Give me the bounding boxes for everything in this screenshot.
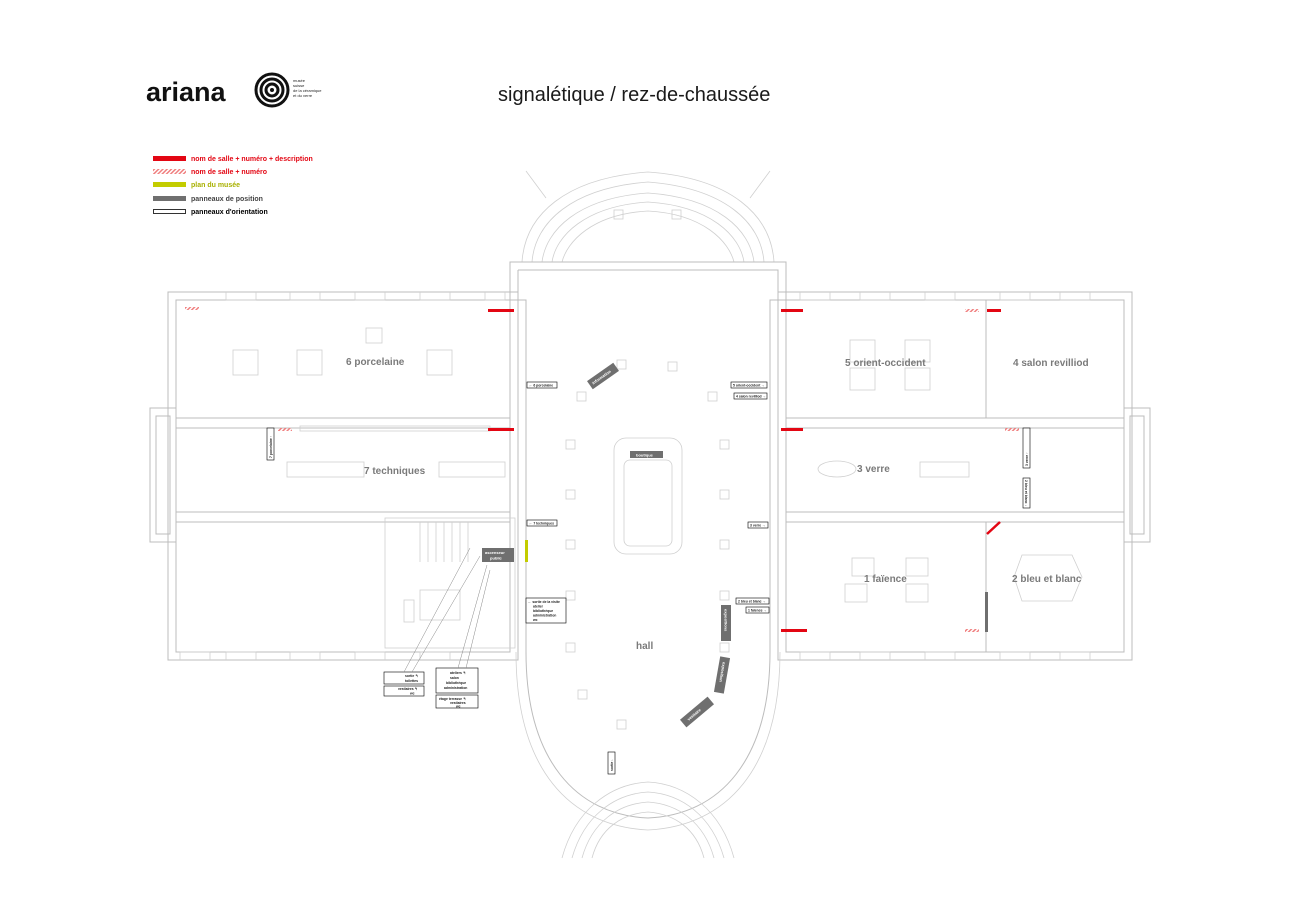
- orientation-sign-texts: ← 6 porcelaine 5 orient-occident → 4 sal…: [269, 384, 1029, 772]
- sign-ateliers-1: ateliers ↰: [450, 671, 466, 675]
- svg-text:exposition: exposition: [718, 662, 726, 683]
- sign-exit-2: atelier: [533, 605, 544, 609]
- sign-5-orient-occident: 5 orient-occident →: [733, 384, 765, 388]
- sign-sortie-1: sortie ↰: [405, 674, 418, 678]
- sign-etage-2: vestiaires: [450, 701, 466, 705]
- leader-lines: [403, 547, 491, 673]
- svg-text:ascenseur: ascenseur: [485, 550, 505, 555]
- sign-vestiaires-2: wc: [409, 692, 415, 696]
- sign-3-verre: 3 verre →: [750, 524, 765, 528]
- svg-text:expositions: expositions: [724, 609, 729, 632]
- sign-etage-3: wc: [455, 705, 461, 709]
- sign-ateliers-2: salon: [450, 676, 459, 680]
- brand-tagline-1: musée: [293, 78, 306, 83]
- sign-ateliers-3: bibliothèque: [446, 681, 466, 685]
- sign-etage-1: étage terrasse ↰: [439, 697, 466, 701]
- room-label-1: 1 faïence: [864, 574, 907, 585]
- brand-tagline-4: et du verre: [293, 93, 313, 98]
- sign-1-faience: 1 faïence →: [748, 609, 767, 613]
- legend-swatch-outline: [153, 209, 186, 214]
- room-label-2: 2 bleu et blanc: [1012, 574, 1082, 585]
- room-label-hall: hall: [636, 641, 653, 652]
- position-panel-grey: [985, 592, 988, 632]
- brand-tagline-2: suisse: [293, 83, 305, 88]
- legend-swatch-red: [153, 156, 186, 161]
- sign-6-porcelaine: ← 6 porcelaine: [529, 384, 553, 388]
- sign-sortie-2: toilettes: [405, 679, 418, 683]
- svg-text:boutique: boutique: [636, 453, 654, 458]
- building-walls: [149, 170, 1151, 859]
- sign-vestiaires-1: vestiaires ↰: [398, 687, 417, 691]
- sign-2-bleu-down: 2 bleu et blanc ↓: [1024, 480, 1028, 506]
- legend-swatch-grey: [153, 196, 186, 201]
- room-label-6: 6 porcelaine: [346, 357, 405, 368]
- sign-exit-4: administration: [533, 614, 556, 618]
- room-label-5: 5 orient-occident: [845, 358, 926, 369]
- legend-swatch-yellow: [153, 182, 186, 187]
- sign-exit-5: wc: [532, 618, 538, 622]
- sign-exit-1: ← sortie de la visite: [528, 600, 560, 604]
- room-label-4: 4 salon revilliod: [1013, 358, 1089, 369]
- legend-label-2: nom de salle + numéro: [191, 169, 267, 176]
- position-panel-right-1: expositions: [721, 605, 731, 641]
- position-panel-right-3: vestiaire: [679, 696, 715, 728]
- sign-7-porcelaine: 7 porcelaine ↑: [269, 435, 273, 458]
- room-label-7: 7 techniques: [364, 466, 426, 477]
- sign-2-bleu: 2 bleu et blanc →: [738, 600, 766, 604]
- legend-label-4: panneaux de position: [191, 196, 263, 203]
- brand-name: ariana: [146, 77, 227, 107]
- window-bays: [179, 292, 1091, 660]
- legend-label-3: plan du musée: [191, 182, 240, 189]
- position-panel-right-2: exposition: [713, 656, 731, 694]
- sign-4-salon: 4 salon revilliod →: [736, 395, 766, 399]
- museum-plan-sign: [525, 540, 528, 562]
- orientation-signs: [266, 381, 1031, 775]
- position-panel-elevator: ascenseur public: [482, 548, 514, 562]
- position-panel-information: information: [587, 362, 619, 390]
- sign-ateliers-4: administration: [444, 686, 467, 690]
- sign-exit-3: bibliothèque: [533, 609, 553, 613]
- legend-swatch-pink: [153, 169, 186, 174]
- legend-label-1: nom de salle + numéro + description: [191, 156, 313, 163]
- sign-sortie-bottom: sortie ↓: [610, 759, 614, 771]
- position-panel-boutique: boutique: [630, 451, 663, 458]
- svg-text:public: public: [490, 556, 503, 561]
- hall-columns: [565, 209, 730, 730]
- sign-7-techniques: ← 7 techniques: [529, 522, 554, 526]
- sign-3-verre-up: 3 verre ↑: [1025, 452, 1029, 466]
- room-signs-red: [488, 309, 1001, 632]
- page-title: signalétique / rez-de-chaussée: [498, 84, 770, 106]
- room-signs-pink: [185, 307, 1019, 632]
- spiral-logo-icon: [254, 72, 290, 108]
- legend: nom de salle + numéro + description nom …: [153, 156, 313, 216]
- logo: ariana musée suisse de la céramique et d…: [146, 72, 322, 108]
- room-label-3: 3 verre: [857, 464, 890, 475]
- legend-label-5: panneaux d'orientation: [191, 209, 268, 216]
- brand-tagline-3: de la céramique: [293, 88, 322, 93]
